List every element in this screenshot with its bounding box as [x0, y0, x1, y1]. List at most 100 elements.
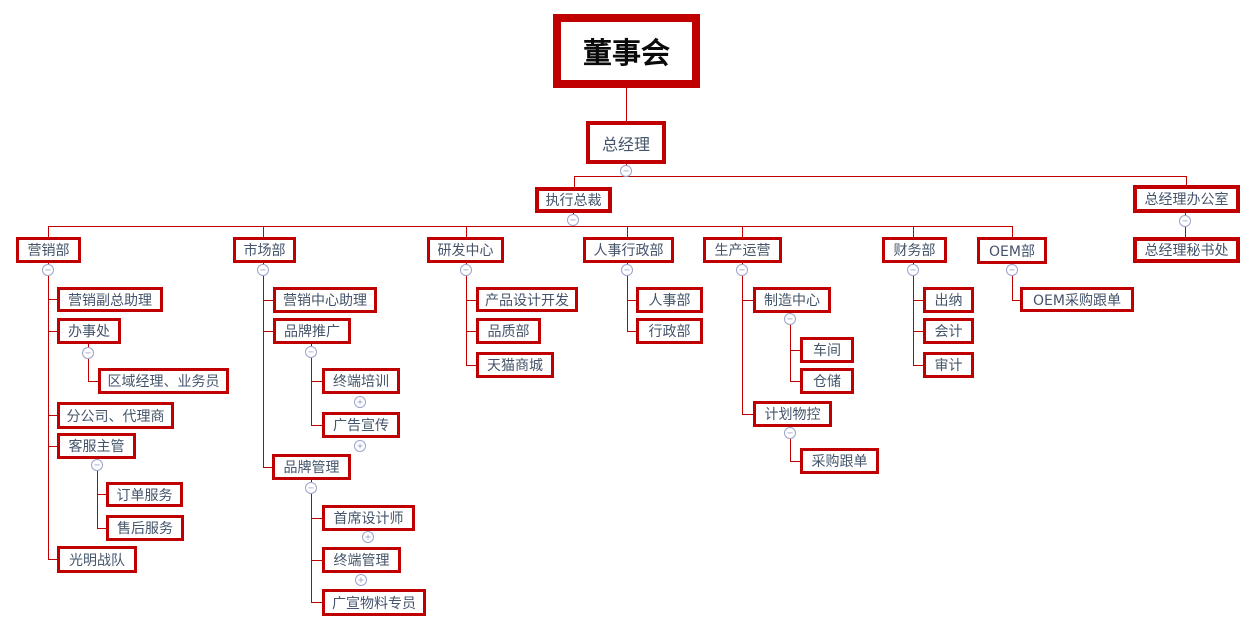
node-quality-dept[interactable]: 品质部	[476, 318, 541, 344]
connector-line	[1012, 300, 1020, 301]
connector-line	[627, 331, 636, 332]
connector-line	[790, 427, 791, 462]
node-tmall-store[interactable]: 天猫商城	[476, 352, 554, 378]
connector-line	[627, 226, 628, 237]
collapse-icon-rd-center[interactable]: −	[460, 264, 472, 276]
connector-line	[466, 331, 476, 332]
node-order-service[interactable]: 订单服务	[106, 482, 183, 507]
collapse-icon-customer-service[interactable]: −	[91, 459, 103, 471]
connector-line	[311, 425, 322, 426]
connector-line	[311, 480, 312, 602]
node-terminal-management[interactable]: 终端管理	[322, 547, 401, 573]
node-cashier[interactable]: 出纳	[923, 287, 974, 313]
expand-icon-advertising[interactable]: +	[354, 440, 366, 452]
node-finance-dept[interactable]: 财务部	[882, 237, 947, 263]
node-purchase-follow-up[interactable]: 采购跟单	[800, 448, 879, 474]
node-gm-secretariat[interactable]: 总经理秘书处	[1133, 237, 1240, 263]
collapse-icon-marketing-dept[interactable]: −	[42, 264, 54, 276]
connector-line	[627, 263, 628, 331]
connector-line	[790, 313, 791, 381]
node-advertising[interactable]: 广告宣传	[322, 412, 400, 438]
node-admin-dept[interactable]: 行政部	[636, 318, 703, 344]
node-branch-agents[interactable]: 分公司、代理商	[57, 402, 174, 429]
node-executive-president[interactable]: 执行总裁	[535, 187, 612, 213]
connector-line	[263, 467, 272, 468]
collapse-icon-market-dept[interactable]: −	[257, 264, 269, 276]
connector-line	[742, 300, 753, 301]
connector-line	[913, 226, 914, 237]
node-gm-office[interactable]: 总经理办公室	[1133, 185, 1240, 213]
connector-line	[263, 331, 273, 332]
node-hr-admin-dept[interactable]: 人事行政部	[583, 237, 674, 263]
node-accounting[interactable]: 会计	[923, 318, 974, 344]
collapse-icon-finance-dept[interactable]: −	[907, 264, 919, 276]
connector-line	[48, 263, 49, 559]
collapse-icon-gm-office[interactable]: −	[1179, 215, 1191, 227]
connector-line	[574, 176, 1187, 177]
connector-line	[913, 263, 914, 365]
collapse-icon-general-manager[interactable]: −	[620, 165, 632, 177]
collapse-icon-hr-admin-dept[interactable]: −	[621, 264, 633, 276]
node-customer-service-supervisor[interactable]: 客服主管	[57, 433, 136, 459]
connector-line	[466, 226, 467, 237]
node-promo-material-specialist[interactable]: 广宣物料专员	[322, 589, 426, 616]
connector-line	[48, 299, 57, 300]
connector-line	[48, 226, 49, 237]
connector-line	[48, 446, 57, 447]
node-board-of-directors[interactable]: 董事会	[553, 14, 700, 88]
connector-line	[913, 365, 923, 366]
node-brand-management[interactable]: 品牌管理	[272, 454, 351, 480]
collapse-icon-executive-president[interactable]: −	[567, 214, 579, 226]
connector-line	[263, 226, 264, 237]
connector-line	[790, 461, 800, 462]
node-audit[interactable]: 审计	[923, 352, 974, 378]
connector-line	[627, 300, 636, 301]
connector-line	[48, 226, 1012, 227]
expand-icon-terminal-training[interactable]: +	[354, 396, 366, 408]
connector-line	[88, 381, 98, 382]
node-hr-dept[interactable]: 人事部	[636, 287, 703, 313]
node-oem-dept[interactable]: OEM部	[977, 237, 1047, 264]
expand-icon-terminal-management[interactable]: +	[355, 574, 367, 586]
node-warehouse[interactable]: 仓储	[800, 368, 854, 394]
connector-line	[574, 176, 575, 187]
collapse-icon-production-operations[interactable]: −	[736, 264, 748, 276]
connector-line	[790, 381, 800, 382]
node-marketing-center-assistant[interactable]: 营销中心助理	[273, 287, 377, 313]
node-oem-purchase-follow-up[interactable]: OEM采购跟单	[1020, 287, 1134, 312]
connector-line	[1186, 176, 1187, 186]
node-after-sales-service[interactable]: 售后服务	[106, 515, 184, 541]
connector-line	[466, 263, 467, 365]
connector-line	[88, 344, 89, 381]
node-marketing-dept[interactable]: 营销部	[16, 237, 81, 263]
node-rd-center[interactable]: 研发中心	[427, 237, 504, 263]
collapse-icon-manufacturing-center[interactable]: −	[784, 313, 796, 325]
node-market-dept[interactable]: 市场部	[233, 237, 296, 263]
node-planning-material-control[interactable]: 计划物控	[753, 401, 832, 427]
node-marketing-vp-assistant[interactable]: 营销副总助理	[57, 287, 163, 312]
node-chief-designer[interactable]: 首席设计师	[322, 505, 415, 531]
node-general-manager[interactable]: 总经理	[586, 121, 666, 164]
node-terminal-training[interactable]: 终端培训	[322, 368, 400, 394]
node-product-design-development[interactable]: 产品设计开发	[476, 287, 578, 312]
connector-line	[790, 350, 800, 351]
connector-line	[263, 263, 264, 467]
connector-line	[742, 226, 743, 237]
node-brand-promotion[interactable]: 品牌推广	[273, 318, 351, 344]
expand-icon-chief-designer[interactable]: +	[362, 531, 374, 543]
node-regional-manager-salesman[interactable]: 区域经理、业务员	[98, 368, 229, 394]
connector-line	[742, 414, 753, 415]
node-workshop[interactable]: 车间	[800, 337, 854, 363]
node-guangming-team[interactable]: 光明战队	[57, 546, 137, 573]
collapse-icon-planning-material-control[interactable]: −	[784, 427, 796, 439]
collapse-icon-field-office[interactable]: −	[82, 347, 94, 359]
connector-line	[1012, 226, 1013, 237]
connector-line	[913, 300, 923, 301]
node-manufacturing-center[interactable]: 制造中心	[753, 287, 831, 313]
collapse-icon-brand-promotion[interactable]: −	[305, 346, 317, 358]
collapse-icon-brand-management[interactable]: −	[305, 482, 317, 494]
node-field-office[interactable]: 办事处	[57, 318, 121, 344]
node-production-operations[interactable]: 生产运营	[703, 237, 782, 263]
connector-line	[311, 602, 322, 603]
collapse-icon-oem-dept[interactable]: −	[1006, 264, 1018, 276]
